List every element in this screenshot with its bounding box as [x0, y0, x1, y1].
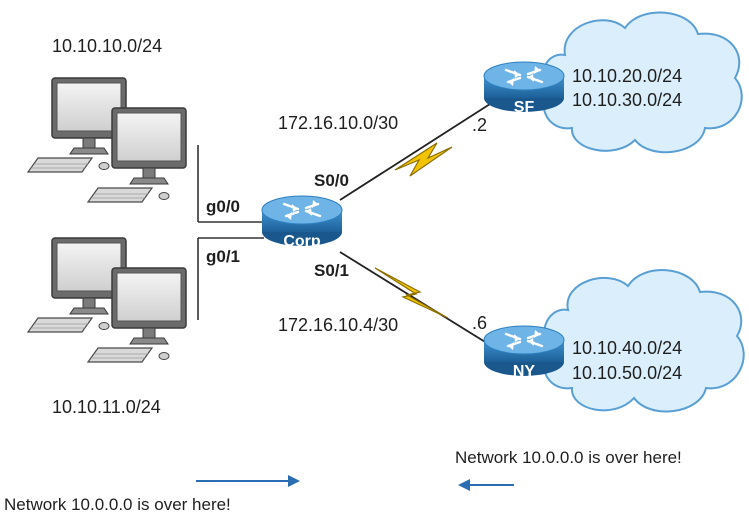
- ny-link-subnet: 172.16.10.4/30: [278, 315, 398, 335]
- ny-router-label: NY: [513, 363, 536, 380]
- ny-link-host: .6: [472, 313, 487, 333]
- corp-interface-s0-0: S0/0: [314, 171, 349, 190]
- sf-network-1: 10.10.20.0/24: [572, 66, 682, 86]
- serial-link-ny: [339, 251, 491, 346]
- arrow-left-icon: [458, 479, 514, 491]
- corp-interface-g0-1: g0/1: [206, 247, 240, 266]
- sf-router-label: SF: [514, 99, 535, 116]
- note-left: Network 10.0.0.0 is over here!: [4, 495, 231, 514]
- note-right: Network 10.0.0.0 is over here!: [455, 448, 682, 467]
- lan-top-subnet: 10.10.10.0/24: [52, 36, 162, 56]
- corp-router-label: Corp: [283, 233, 321, 250]
- ethernet-links: [197, 145, 264, 320]
- serial-link-sf: [339, 103, 491, 201]
- lan-bottom-subnet: 10.10.11.0/24: [52, 397, 161, 417]
- sf-cloud: [542, 11, 743, 154]
- sf-link-subnet: 172.16.10.0/30: [278, 113, 398, 133]
- ny-network-1: 10.10.40.0/24: [572, 338, 682, 358]
- ny-network-2: 10.10.50.0/24: [572, 363, 682, 383]
- corp-interface-s0-1: S0/1: [314, 261, 349, 280]
- sf-link-host: .2: [472, 115, 487, 135]
- sf-network-2: 10.10.30.0/24: [572, 90, 682, 110]
- corp-interface-g0-0: g0/0: [206, 197, 240, 216]
- arrow-right-icon: [196, 475, 300, 487]
